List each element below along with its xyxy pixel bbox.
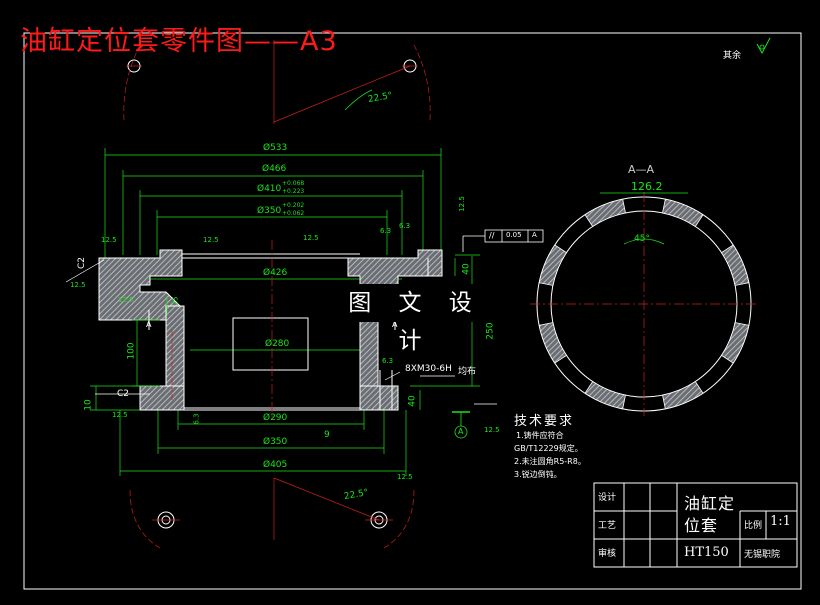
- title-block-frame: [593, 482, 798, 568]
- dim-25: 25: [171, 296, 180, 306]
- leader-lines: [65, 259, 497, 405]
- dim-d290: Ø290: [263, 413, 288, 423]
- tol-symbol: //: [489, 231, 495, 240]
- rough-left-top: 12.5: [101, 236, 117, 244]
- tech-item-3: 2.未注圆角R5-R8。: [514, 457, 586, 466]
- tech-item-1: 1.铸件应符合: [516, 431, 564, 440]
- dim-d533: Ø533: [263, 143, 288, 153]
- dim-h10: 10: [83, 399, 94, 411]
- ring-segment: [538, 322, 568, 364]
- dim-d426: Ø426: [263, 268, 288, 278]
- section-angle: 45°: [634, 234, 650, 244]
- thread-spec: 8XM30-6H: [405, 364, 452, 374]
- rough-right: 12.5: [457, 196, 466, 212]
- dim-d410: Ø410: [257, 184, 282, 194]
- tolerance-frame: [462, 229, 544, 252]
- rough-bot-right: 12.5: [397, 473, 413, 481]
- thread-note: 均布: [458, 367, 477, 377]
- tb-process: 工艺: [598, 521, 617, 531]
- dim-d350-tol-up: +0.202: [282, 202, 305, 209]
- dim-d350-bot: Ø350: [263, 437, 288, 447]
- datum-label: A: [458, 427, 464, 436]
- ring-segment: [720, 244, 750, 286]
- tech-item-4: 3.锐边倒钝。: [514, 470, 562, 479]
- dim-d350-tol-lo: +0.062: [282, 210, 305, 217]
- dim-9: 9: [324, 430, 330, 440]
- top-bolt-holes: [123, 40, 431, 124]
- dim-d405: Ø405: [263, 460, 288, 470]
- tb-scale-label: 比例: [744, 521, 763, 531]
- dim-d410-tol-lo: +0.223: [282, 188, 305, 195]
- rough-top-2: 12.5: [303, 234, 319, 242]
- part-section: [98, 240, 443, 420]
- dim-h250: 250: [485, 322, 496, 340]
- dim-h100: 100: [126, 342, 137, 360]
- tol-datum: A: [532, 231, 537, 239]
- ring-segment: [662, 198, 704, 228]
- dim-h40-bot: 40: [407, 395, 418, 407]
- rough-left-mid: 12.5: [118, 296, 134, 304]
- section-label: A—A: [628, 163, 655, 176]
- rough-top-4: 6.3: [399, 222, 411, 230]
- diameter-dimensions: [104, 148, 442, 476]
- section-mark-left: A: [146, 320, 152, 329]
- dim-d410-tol-up: +0.068: [282, 180, 305, 187]
- rough-datum: 12.5: [484, 426, 500, 434]
- rough-top-3: 6.3: [380, 227, 392, 235]
- chamfer-top: C2: [77, 256, 88, 270]
- tb-part-name-2: 位套: [684, 516, 719, 535]
- ring-segment: [584, 198, 626, 228]
- tb-scale: 1:1: [770, 514, 791, 529]
- tb-design: 设计: [598, 493, 617, 503]
- rough-left-c2: 12.5: [70, 281, 86, 289]
- section-mark-right: A: [392, 320, 398, 329]
- ring-segment: [584, 380, 626, 410]
- tb-material: HT150: [684, 545, 729, 560]
- ring-segment: [720, 322, 750, 364]
- section-a-a-ring: [530, 192, 758, 416]
- dim-h40-top: 40: [461, 263, 472, 275]
- tech-requirements: 技术要求 1.铸件应符合 GB/T12229规定。 2.未注圆角R5-R8。 3…: [514, 410, 586, 481]
- ring-segment: [662, 380, 704, 410]
- drawing-title: 油缸定位套零件图——A3: [20, 26, 338, 57]
- sheet-border: [23, 32, 802, 590]
- dim-d350-top: Ø350: [257, 206, 282, 216]
- dim-d280: Ø280: [265, 339, 290, 349]
- tb-review: 审核: [598, 549, 617, 559]
- tech-item-2: GB/T12229规定。: [514, 444, 583, 453]
- watermark: 图 文 设 计: [330, 284, 500, 354]
- tb-part-name-1: 油缸定: [684, 494, 736, 513]
- tb-company: 无锡职院: [744, 550, 781, 560]
- tol-value: 0.05: [506, 231, 522, 239]
- chamfer-bottom: C2: [117, 389, 130, 399]
- roughness-symbol: [756, 37, 771, 55]
- rough-bot-1: 6.3: [192, 413, 201, 425]
- bottom-bolt-holes: [129, 477, 415, 549]
- datum-symbol: [452, 411, 470, 439]
- rough-left-bot: 12.5: [112, 411, 128, 419]
- roughness-note: 其余: [723, 51, 742, 61]
- tech-heading: 技术要求: [514, 414, 575, 429]
- rough-top-1: 12.5: [203, 236, 219, 244]
- dim-d466: Ø466: [262, 164, 287, 174]
- rough-thread: 6.3: [382, 357, 394, 365]
- section-chord: 126.2: [631, 180, 663, 193]
- ring-segment: [538, 244, 568, 286]
